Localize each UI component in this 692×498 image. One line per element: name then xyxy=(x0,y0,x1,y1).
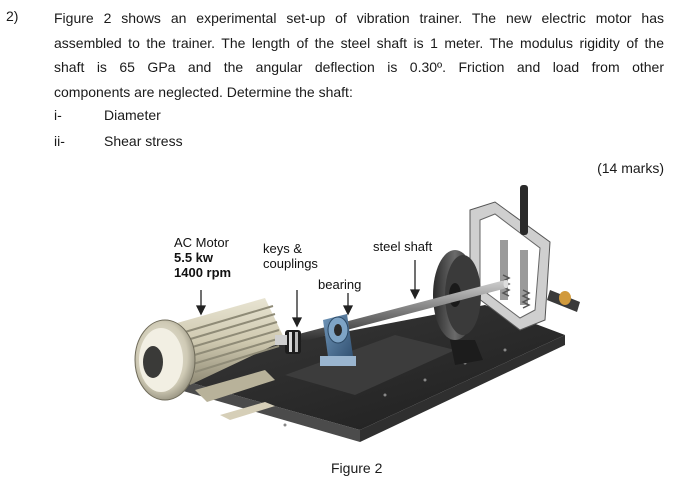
sub-question-2-number: ii- xyxy=(54,133,65,149)
sub-question-1: i- Diameter xyxy=(54,107,161,123)
sub-question-1-text: Diameter xyxy=(104,107,161,123)
motor-speed: 1400 rpm xyxy=(174,265,232,280)
keys-couplings-label: keys & couplings xyxy=(263,241,318,271)
motor-label-line-3: 1400 rpm xyxy=(174,265,231,280)
vibration-trainer-illustration xyxy=(134,185,580,442)
base-plate-label xyxy=(220,402,275,420)
sub-question-2: ii- Shear stress xyxy=(54,133,183,149)
figure-caption: Figure 2 xyxy=(331,460,383,476)
motor-power: 5.5 kw xyxy=(174,250,214,265)
question-number: 2) xyxy=(6,8,19,24)
keys-label-line-1: keys & xyxy=(263,241,303,256)
marks-label: (14 marks) xyxy=(597,160,664,176)
motor-label-line-1: AC Motor xyxy=(174,235,229,250)
bearing-label: bearing xyxy=(318,277,362,292)
ac-motor xyxy=(134,298,287,402)
coupling xyxy=(285,330,301,354)
bearing xyxy=(320,314,356,366)
mounting-plate xyxy=(285,335,455,395)
question-text: Figure 2 shows an experimental set-up of… xyxy=(54,6,664,104)
sub-question-1-number: i- xyxy=(54,107,62,123)
question-line-4: components are neglected. Determine the … xyxy=(54,83,353,100)
motor-label: AC Motor 5.5 kw 1400 rpm xyxy=(174,235,231,280)
steel-shaft-label: steel shaft xyxy=(373,239,433,254)
motor-label-line-2: 5.5 kw xyxy=(174,250,231,265)
question-line-3: shaft is 65 GPa and the angular deflecti… xyxy=(54,59,664,75)
figure-vibration-trainer: AC Motor 5.5 kw 1400 rpm keys & coupling… xyxy=(125,180,585,450)
sub-question-2-text: Shear stress xyxy=(104,133,183,149)
keys-label-line-2: couplings xyxy=(263,256,318,271)
question-line-2: assembled to the trainer. The length of … xyxy=(54,34,664,51)
label-arrows xyxy=(195,260,421,328)
question-line-1: Figure 2 shows an experimental set-up of… xyxy=(54,10,664,26)
